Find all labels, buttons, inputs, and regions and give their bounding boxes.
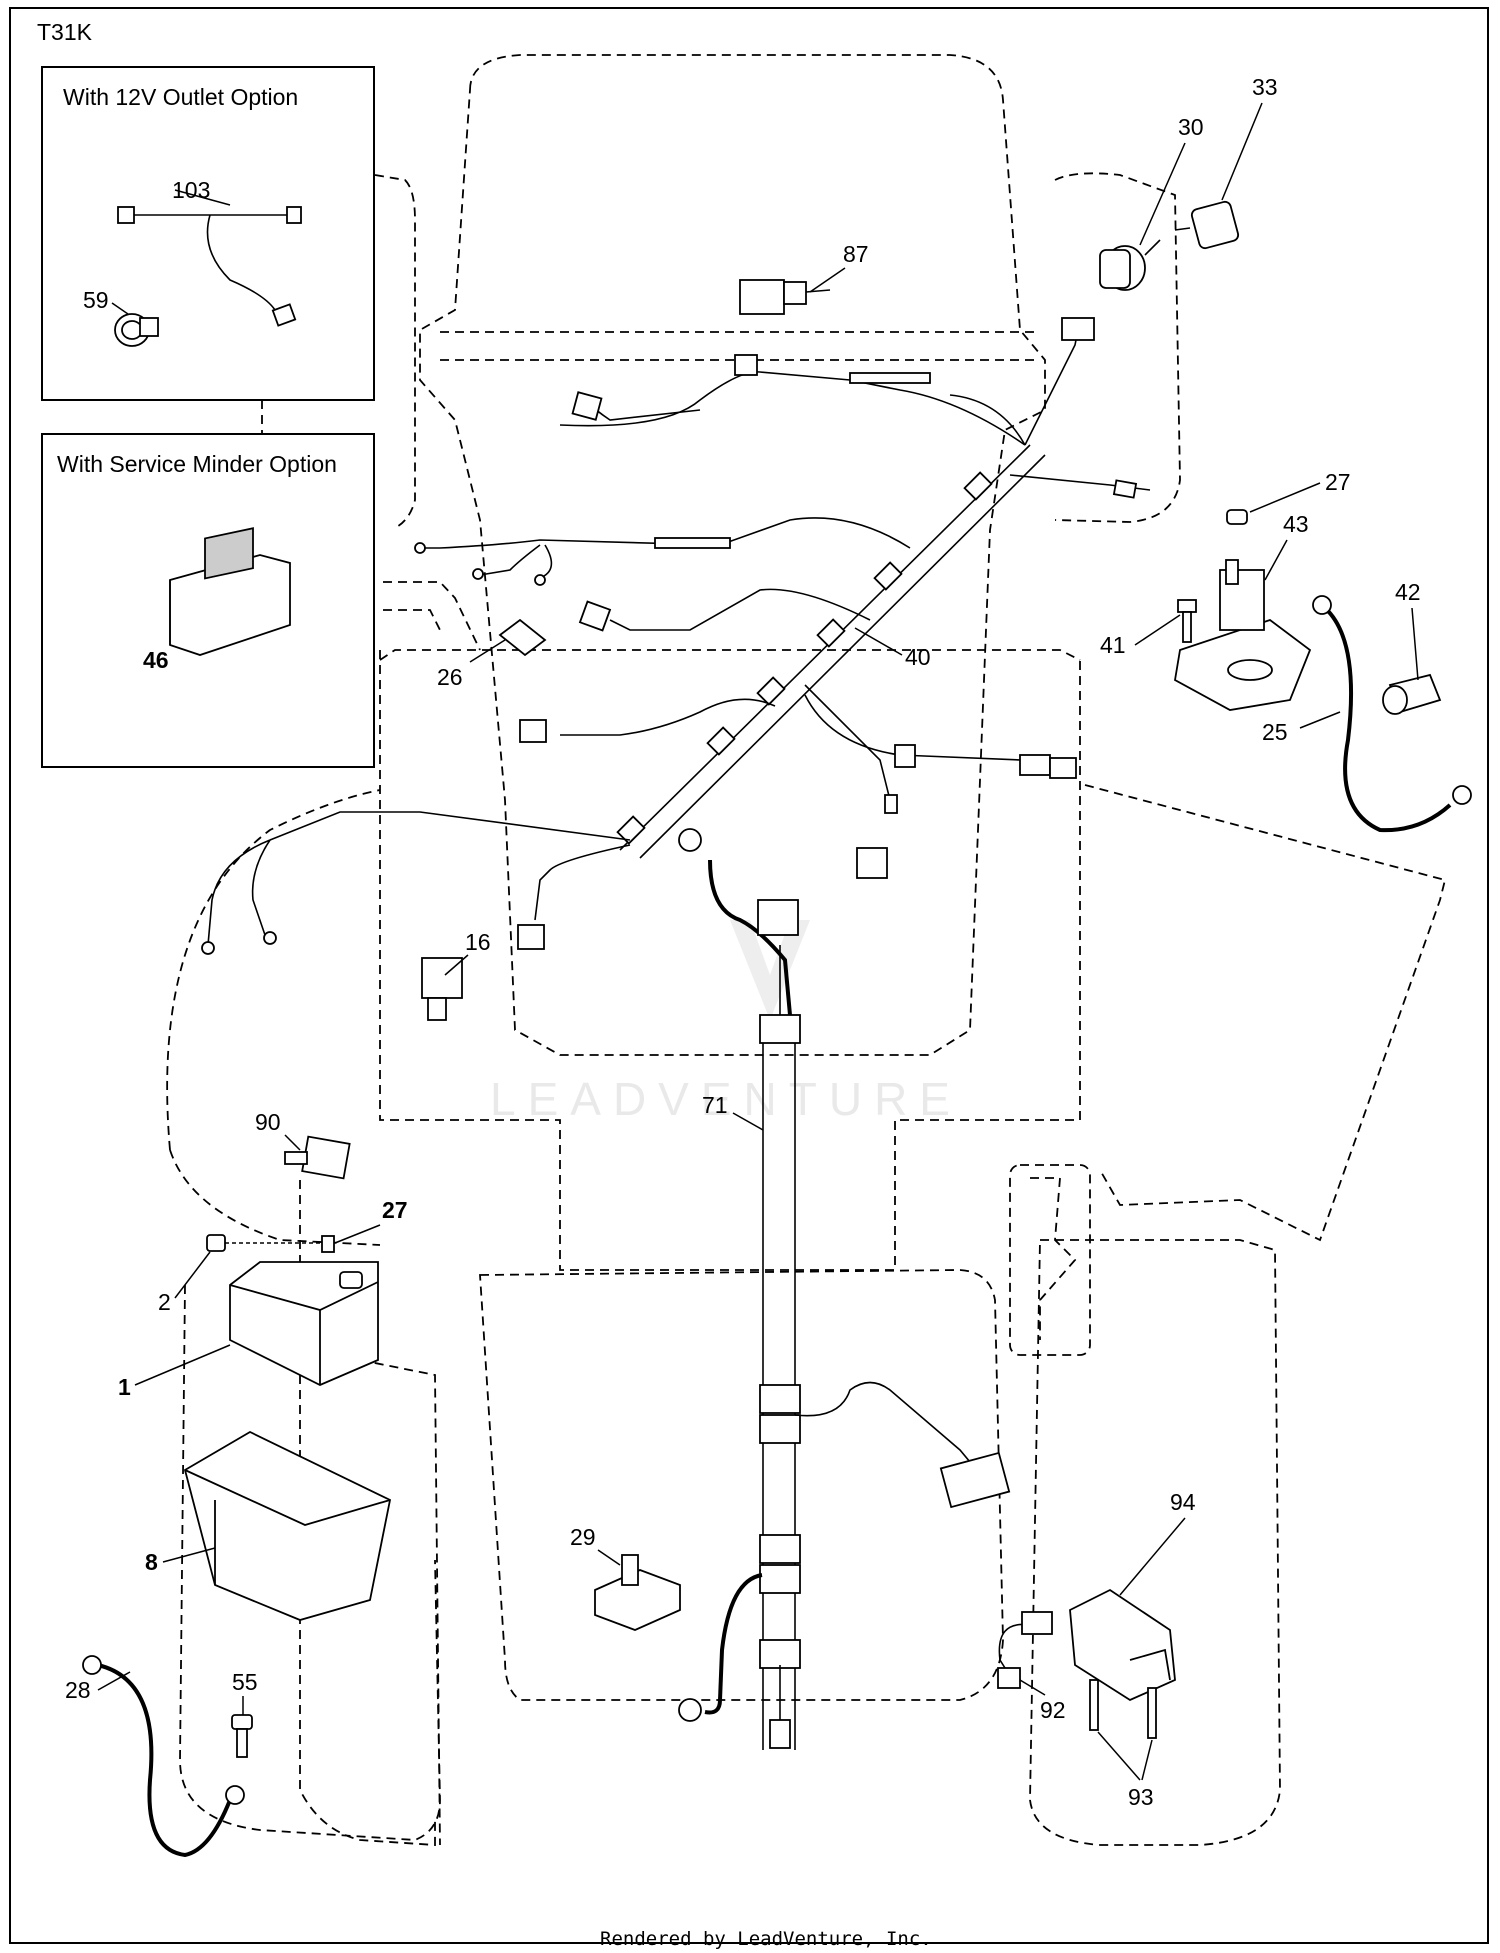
- callout-26: 26: [437, 664, 463, 690]
- part-94-module: [1069, 1588, 1176, 1702]
- callout-41: 41: [1100, 632, 1126, 658]
- part-16: [421, 957, 463, 1021]
- diagram-code: T31K: [37, 19, 93, 45]
- callout-42: 42: [1395, 579, 1421, 605]
- watermark-text: LEADVENTURE: [490, 1073, 962, 1125]
- callout-29: 29: [570, 1524, 596, 1550]
- callout-55: 55: [232, 1669, 258, 1695]
- callout-93: 93: [1128, 1784, 1154, 1810]
- part-92-connector: [997, 1611, 1053, 1689]
- callout-40: 40: [905, 644, 931, 670]
- footer-credit: Rendered by LeadVenture, Inc.: [600, 1928, 932, 1950]
- callout-8: 8: [145, 1549, 158, 1575]
- part-2-bolt: [206, 1234, 335, 1253]
- callout-87: 87: [843, 241, 869, 267]
- callout-103: 103: [172, 177, 210, 203]
- harness-71: [678, 828, 1011, 1750]
- part-30-ignition-switch: [1099, 239, 1161, 291]
- callout-1: 1: [118, 1374, 131, 1400]
- callout-59: 59: [83, 287, 109, 313]
- option-box-12v-outlet: With 12V Outlet Option: [41, 66, 375, 401]
- callout-46: 46: [143, 647, 169, 673]
- part-1-battery: [229, 1261, 379, 1386]
- tractor-outline: [166, 54, 1447, 1846]
- callout-25: 25: [1262, 719, 1288, 745]
- watermark: LEADVENTURE: [490, 920, 962, 1125]
- callout-28: 28: [65, 1677, 91, 1703]
- option-box-service-minder: With Service Minder Option: [41, 433, 375, 768]
- part-8-battery-tray: [183, 1430, 392, 1621]
- part-42-boot: [1382, 673, 1442, 715]
- callout-2: 2: [158, 1289, 171, 1315]
- callout-16: 16: [465, 929, 491, 955]
- part-87: [739, 279, 831, 315]
- part-55-bolt: [231, 1714, 253, 1758]
- callout-90: 90: [255, 1109, 281, 1135]
- callout-94: 94: [1170, 1489, 1196, 1515]
- diagram-frame: [9, 7, 1489, 1944]
- part-93-screws: [1089, 1679, 1157, 1739]
- callout-92: 92: [1040, 1697, 1066, 1723]
- part-25-cable: [1312, 595, 1472, 833]
- callouts: T31K 103 59 46 26 87 30 33 27 43 41 42 2…: [37, 19, 1421, 1810]
- harness-40: [201, 317, 1151, 955]
- callout-30: 30: [1178, 114, 1204, 140]
- part-41-bolt: [1177, 599, 1197, 643]
- callout-27-upper: 27: [1325, 469, 1351, 495]
- part-26: [498, 618, 547, 657]
- callout-71: 71: [702, 1092, 728, 1118]
- callout-33: 33: [1252, 74, 1278, 100]
- option-title-12v-outlet: With 12V Outlet Option: [63, 84, 298, 110]
- callout-27-lower: 27: [382, 1197, 408, 1223]
- option-title-service-minder: With Service Minder Option: [57, 451, 337, 477]
- callout-43: 43: [1283, 511, 1309, 537]
- part-29-switch: [594, 1554, 681, 1631]
- part-33-key: [1174, 200, 1240, 250]
- part-28-cable: [82, 1655, 245, 1858]
- part-43-solenoid: [1174, 509, 1312, 711]
- part-90: [284, 1135, 351, 1180]
